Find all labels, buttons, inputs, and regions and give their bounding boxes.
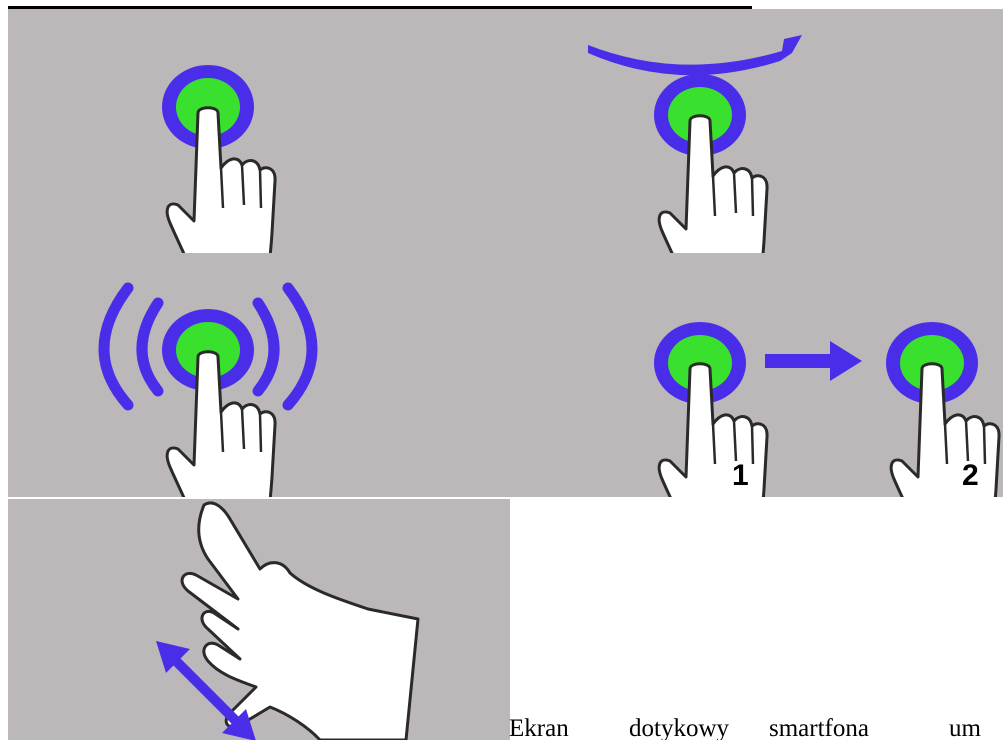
caption-word: dotykowy [629,714,729,740]
body-text: Ekran dotykowy smartfona um [509,714,1003,740]
caption-word: smartfona [769,714,869,740]
swipe-gesture-icon [510,9,1003,253]
caption-word: um [949,714,981,740]
press-and-hold-gesture-icon [8,253,510,497]
step-label-2: 2 [962,459,979,492]
step-label-1: 1 [732,459,749,492]
drag-gesture-icon: 1 2 [510,253,1003,497]
gesture-panel-pinch-zoom [8,499,510,740]
pinch-zoom-gesture-icon [8,499,510,740]
gesture-panel-drag: 1 2 [510,253,1003,497]
gesture-panel-swipe [510,9,1003,253]
touch-gesture-icon [8,9,510,253]
gesture-panel-touch [8,9,510,253]
caption-word: Ekran [509,714,569,740]
gesture-panel-press-and-hold [8,253,510,497]
